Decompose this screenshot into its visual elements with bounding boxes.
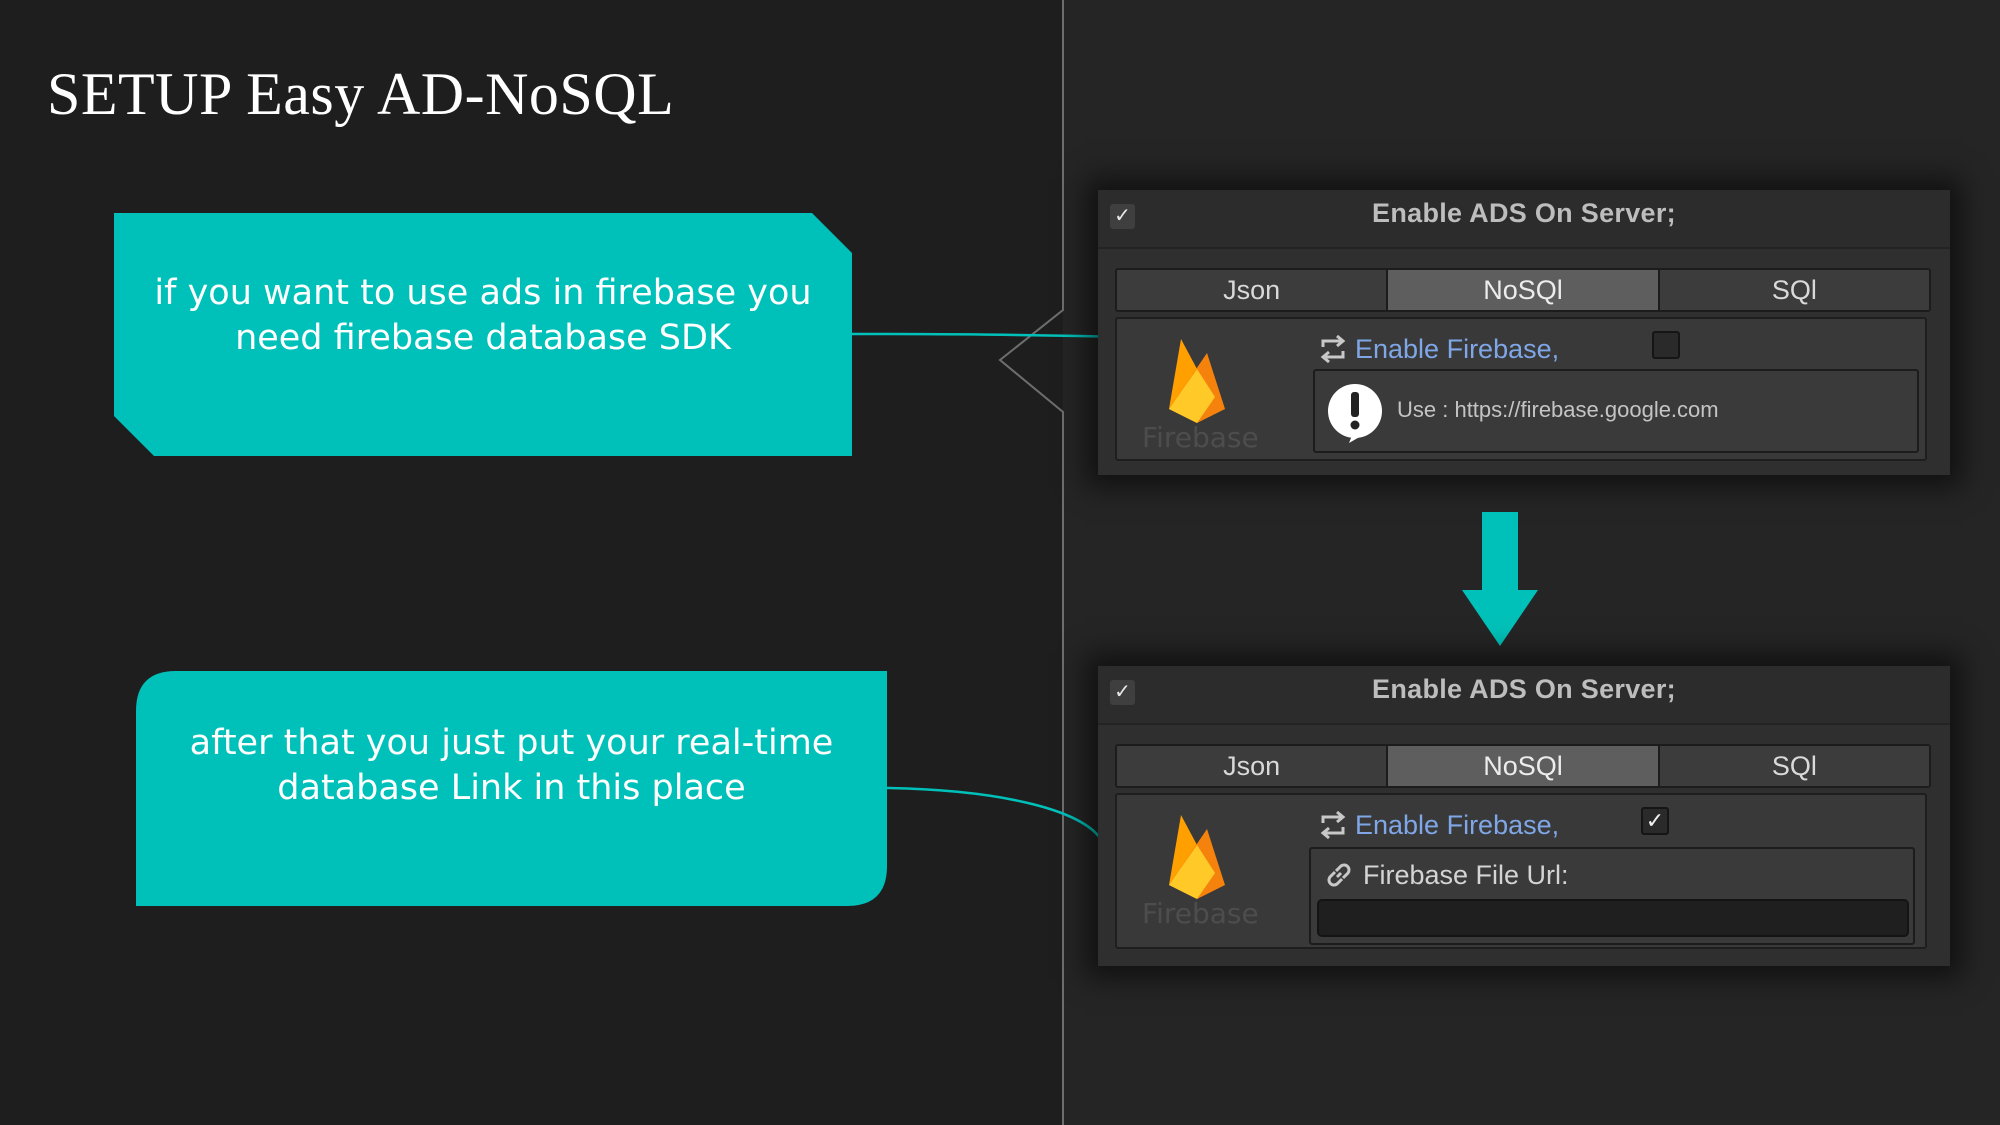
firebase-logo-label: Firebase [1142,897,1259,930]
callout-line: database Link in this place [277,768,746,808]
firebase-url-label: Firebase File Url: [1363,859,1569,890]
enable-ads-checkbox[interactable]: ✓ [1110,204,1135,229]
tab-json[interactable]: Json [1117,270,1389,310]
tab-json[interactable]: Json [1117,746,1389,786]
tab-sql[interactable]: SQl [1659,746,1929,786]
firebase-url-input[interactable] [1317,899,1909,937]
arrows-icon [1320,810,1346,840]
storage-tabs: Json NoSQl SQl [1115,268,1931,312]
nosql-settings: Firebase Enable Firebase, Use : https://… [1115,317,1927,461]
panel-header-title: Enable ADS On Server; [1372,674,1676,704]
ads-settings-panel-after: ✓ Enable ADS On Server; Json NoSQl SQl F… [1098,666,1950,966]
enable-firebase-row: Enable Firebase, [1317,327,1559,371]
callout-line: if you want to use ads in firebase you [154,272,812,313]
storage-tabs: Json NoSQl SQl [1115,744,1931,788]
enable-firebase-label: Enable Firebase, [1355,333,1560,364]
firebase-flame-icon [1169,815,1225,899]
exclamation-icon [1328,384,1382,443]
firebase-logo-label: Firebase [1142,421,1259,454]
arrows-icon [1320,334,1346,364]
callout-line: after that you just put your real-time [189,723,834,763]
help-box: Use : https://firebase.google.com [1313,369,1919,453]
firebase-flame-icon [1169,339,1225,423]
tab-sql[interactable]: SQl [1659,270,1929,310]
enable-firebase-checkbox[interactable]: ✓ [1641,807,1669,835]
slide-title: SETUP Easy AD-NoSQL [47,61,675,127]
firebase-url-box: Firebase File Url: [1309,847,1915,945]
enable-firebase-label: Enable Firebase, [1355,809,1560,840]
down-arrow-icon [1462,512,1538,646]
callout-line: need firebase database SDK [235,317,731,358]
link-icon [1327,863,1351,887]
enable-firebase-row: Enable Firebase, [1317,803,1559,847]
panel-header: ✓ Enable ADS On Server; [1098,190,1950,249]
help-text: Use : https://firebase.google.com [1397,397,1719,422]
ads-settings-panel-before: ✓ Enable ADS On Server; Json NoSQl SQl F… [1098,190,1950,475]
nosql-settings: Firebase Enable Firebase, ✓ Firebase Fil… [1115,793,1927,949]
panel-header: ✓ Enable ADS On Server; [1098,666,1950,725]
enable-ads-checkbox[interactable]: ✓ [1110,680,1135,705]
callout-link-note: after that you just put your real-time d… [136,671,887,906]
firebase-url-row: Firebase File Url: [1323,857,1569,893]
callout-sdk-note: if you want to use ads in firebase you n… [114,213,852,456]
tab-nosql[interactable]: NoSQl [1388,746,1660,786]
enable-firebase-checkbox[interactable] [1652,331,1680,359]
panel-header-title: Enable ADS On Server; [1372,198,1676,228]
tab-nosql[interactable]: NoSQl [1388,270,1660,310]
